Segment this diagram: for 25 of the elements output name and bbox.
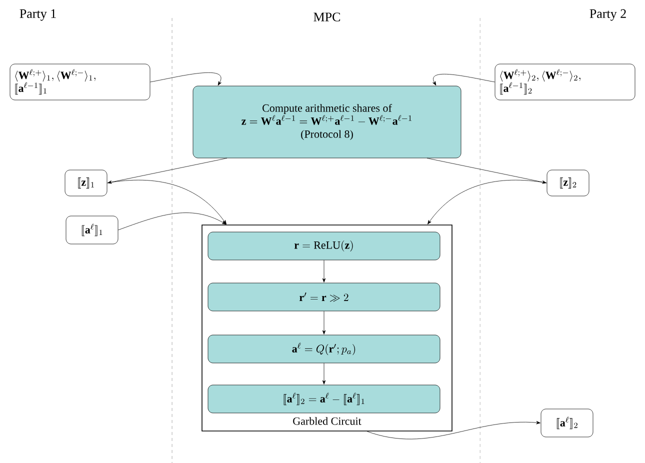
share-box: $[\![\mathbf{a}^{\ell}]\!]_2$: [540, 408, 594, 438]
share-box: $[\![\mathbf{a}^{\ell}]\!]_1$: [66, 216, 118, 244]
computation-box: Compute arithmetic shares of $\mathbf{z} = \mathbf{W}^{\ell}\mathbf{a}^{\ell-1} = \mathbf{W}^{\ell;+}\mathbf{a}^{\ell-1} - \mathbf{W}^{\ell;-}\mathbf{a}^{\ell-1}$ (Protocol 8): [192, 86, 462, 158]
share-box: $\langle \mathbf{W}^{\ell;+}\rangle_2, \langle \mathbf{W}^{\ell;-}\rangle_2,$ $[\![\mathbf{a}^{\ell-1}]\!]_2$: [494, 64, 636, 100]
computation-box: $\mathbf{a}^{\ell} = Q(\mathbf{r}'; p_a)$: [208, 334, 440, 364]
computation-box: $\mathbf{r}' = \mathbf{r} \gg 2$: [208, 282, 440, 312]
arrow: [108, 158, 228, 184]
arrow: [366, 421, 540, 440]
arrow: [322, 260, 326, 282]
column-heading: MPC: [314, 12, 340, 22]
computation-box: $[\![\mathbf{a}^{\ell}]\!]_2 = \mathbf{a}^{\ell} - [\![\mathbf{a}^{\ell}]\!]_1$: [208, 384, 440, 414]
share-box: $[\![\mathbf{z}]\!]_2$: [546, 170, 590, 196]
arrow: [426, 158, 546, 184]
arrow: [428, 180, 547, 224]
share-box: $[\![\mathbf{z}]\!]_1$: [64, 170, 108, 196]
arrow: [118, 212, 226, 230]
arrow: [150, 72, 222, 86]
arrow: [322, 363, 326, 384]
arrow: [322, 311, 326, 334]
column-heading: Party 1: [20, 9, 56, 21]
column-heading: Party 2: [590, 9, 626, 21]
share-box: $\langle \mathbf{W}^{\ell;+}\rangle_1, \langle \mathbf{W}^{\ell;-}\rangle_1,$ $[\![\mathbf{a}^{\ell-1}]\!]_1$: [10, 64, 150, 100]
arrow: [107, 180, 226, 224]
computation-box: $\mathbf{r} = \mathrm{ReLU}(\mathbf{z})$: [208, 232, 440, 260]
arrow: [432, 74, 495, 86]
